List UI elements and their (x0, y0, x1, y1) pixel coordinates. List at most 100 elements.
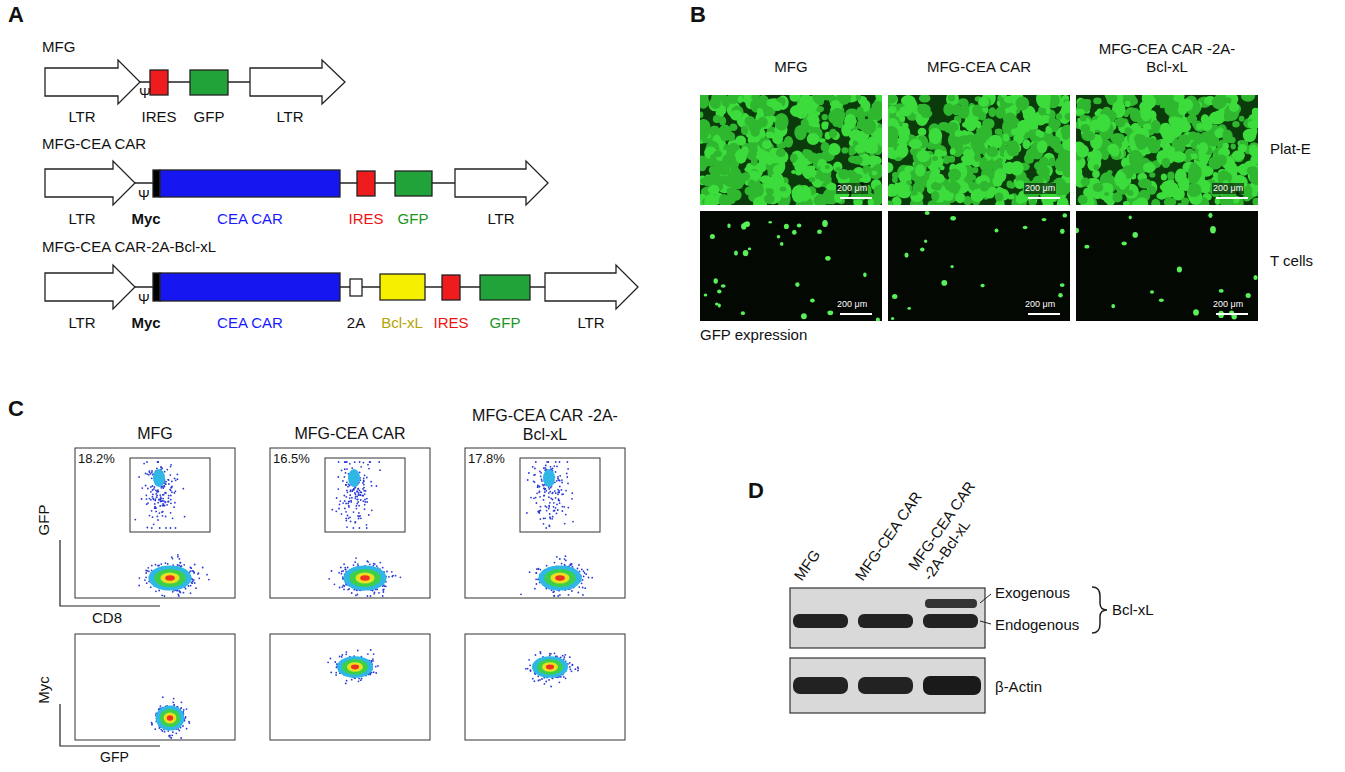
event-dot (183, 592, 185, 594)
cell (790, 105, 804, 117)
event-dot (179, 562, 181, 564)
cell (801, 119, 809, 127)
cell (1143, 124, 1152, 130)
cell (1119, 181, 1126, 190)
event-dot (198, 577, 200, 579)
cell (1171, 151, 1186, 162)
cell (1178, 122, 1191, 133)
cell (1140, 106, 1152, 121)
event-dot (158, 499, 160, 501)
event-dot (145, 572, 147, 574)
event-dot (177, 478, 179, 480)
cell (727, 188, 732, 194)
cell (888, 162, 893, 173)
cell (911, 190, 918, 196)
cell (1084, 245, 1089, 249)
event-dot (152, 516, 154, 518)
ltr-arrow (45, 265, 135, 309)
event-dot (157, 516, 159, 518)
cell (1162, 158, 1171, 168)
ltr-arrow (455, 161, 548, 205)
event-dot (174, 502, 176, 504)
cell (838, 117, 844, 122)
event-dot (147, 502, 149, 504)
cell (917, 104, 930, 116)
event-dot (154, 486, 156, 488)
cell (1253, 198, 1259, 205)
event-dot (158, 590, 160, 592)
cell (801, 187, 808, 196)
event-dot (188, 585, 190, 587)
cell (764, 194, 775, 204)
cell (780, 186, 787, 191)
cell (960, 105, 969, 116)
cell (950, 148, 956, 155)
event-dot (146, 527, 148, 529)
event-dot (162, 498, 164, 500)
cell (1130, 98, 1138, 106)
event-dot (160, 496, 162, 498)
cell (1116, 117, 1126, 127)
event-dot (172, 591, 174, 593)
cell (1162, 142, 1171, 152)
event-dot (152, 493, 154, 495)
cell (1150, 290, 1154, 294)
event-dot (162, 511, 164, 513)
cell (985, 190, 995, 198)
cell (1049, 136, 1061, 149)
cell (822, 220, 828, 227)
cell (810, 298, 815, 302)
cell (1143, 162, 1155, 173)
event-dot (161, 468, 163, 470)
plot-frame (75, 634, 235, 740)
gfp-box (480, 275, 530, 300)
cell (841, 124, 851, 137)
event-dot (158, 565, 160, 567)
cell (822, 114, 828, 120)
cell (743, 222, 748, 226)
event-dot (173, 506, 175, 508)
cells (704, 220, 880, 321)
density-contour (148, 565, 191, 590)
cell (730, 110, 742, 120)
cell (1015, 125, 1026, 137)
event-dot (150, 491, 152, 493)
event-dot (180, 562, 182, 564)
event-dot (178, 590, 180, 592)
event-dot (162, 503, 164, 505)
event-dot (160, 466, 162, 468)
ltr-arrow (545, 265, 638, 309)
event-dot (170, 502, 172, 504)
cell (1060, 229, 1065, 234)
cell (727, 132, 735, 142)
event-dot (206, 574, 208, 576)
cell (1135, 197, 1148, 205)
cell (1129, 216, 1132, 220)
event-dot (150, 586, 152, 588)
event-dot (191, 579, 193, 581)
cell (871, 101, 882, 115)
event-dot (146, 570, 148, 572)
cells (1076, 95, 1258, 205)
cell (873, 165, 880, 171)
cell (727, 187, 737, 199)
event-dot (195, 587, 197, 589)
event-dot (164, 492, 166, 494)
cell (1253, 275, 1257, 280)
cell (1231, 144, 1236, 150)
cell (888, 200, 893, 205)
event-dot (171, 734, 173, 736)
cell (1009, 182, 1015, 188)
event-dot (148, 474, 150, 476)
cell (1003, 112, 1017, 126)
cell (1167, 172, 1174, 181)
event-dot (171, 481, 173, 483)
cell (1208, 156, 1222, 170)
cell (1062, 132, 1069, 140)
cell (751, 151, 757, 157)
event-dot (181, 701, 183, 703)
scale-bar (840, 313, 872, 315)
event-dot (143, 463, 145, 465)
event-dot (166, 504, 168, 506)
event-dot (145, 473, 147, 475)
